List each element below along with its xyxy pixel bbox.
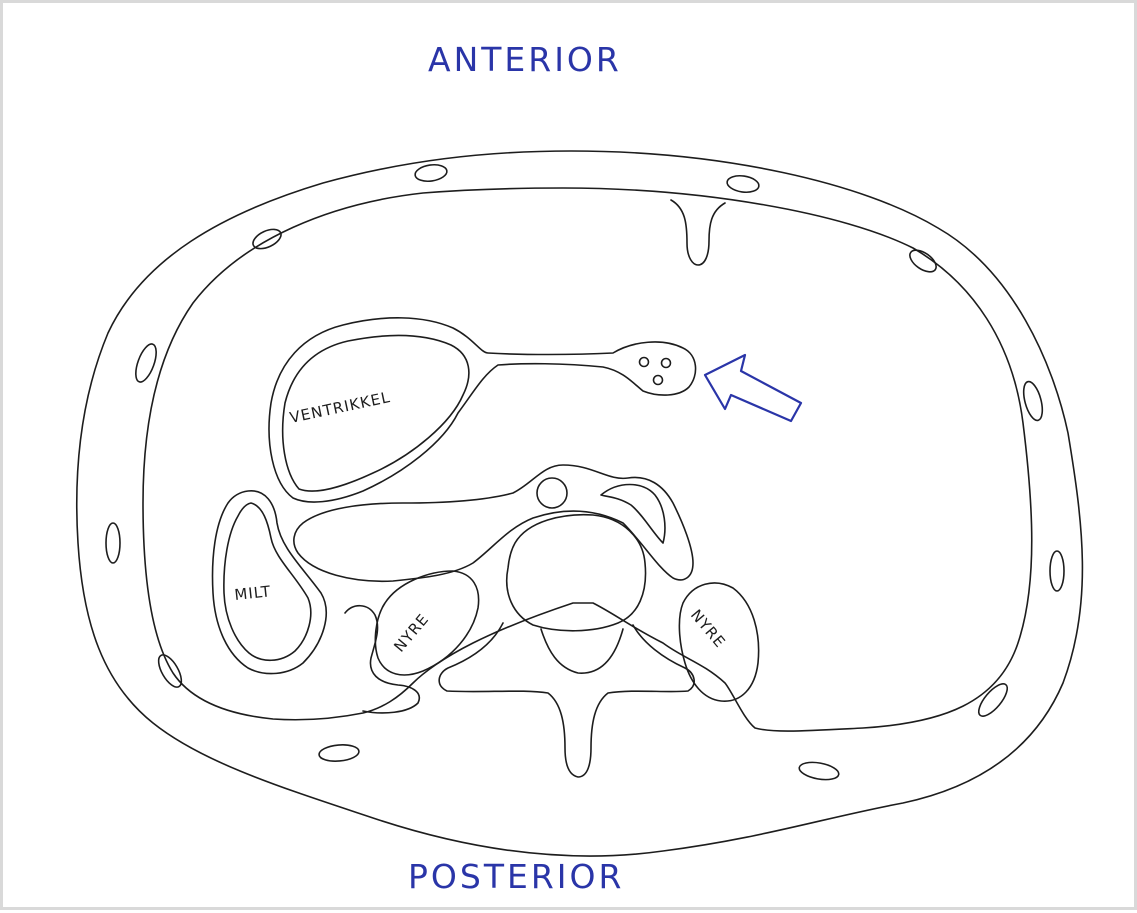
anterior-label: ANTERIOR	[428, 40, 622, 79]
vessel-circle	[654, 376, 663, 385]
rib-section	[132, 341, 161, 384]
spinal-canal	[541, 629, 623, 673]
vessel-circle	[640, 358, 649, 367]
abdominal-cavity-contour	[143, 188, 1032, 731]
rib-section	[318, 743, 359, 762]
central-organ-outline	[294, 465, 693, 581]
vertebral-arch	[439, 623, 694, 777]
kidney-right-label: NYRE	[687, 606, 729, 652]
rib-section	[1020, 380, 1046, 423]
ventricle-label: VENTRIKKEL	[288, 388, 392, 427]
posterior-label: POSTERIOR	[408, 857, 624, 896]
rib-section	[726, 174, 760, 194]
rib-section	[906, 246, 940, 276]
arrow-pointing-left-icon	[705, 355, 801, 421]
anterior-midline-notch	[671, 200, 725, 265]
axial-section-diagram: VENTRIKKEL MILT NYRE NYRE ANTERIOR POSTE…	[3, 3, 1137, 913]
spleen-label: MILT	[234, 582, 273, 604]
vertebral-body	[507, 515, 646, 631]
rib-section	[154, 651, 186, 690]
rib-section	[1050, 551, 1064, 591]
rib-section	[798, 760, 840, 783]
vessel-circle	[662, 359, 671, 368]
kidney-left-label: NYRE	[390, 610, 432, 656]
rib-section	[106, 523, 120, 563]
aorta-circle	[537, 478, 567, 508]
rib-section	[414, 163, 448, 183]
